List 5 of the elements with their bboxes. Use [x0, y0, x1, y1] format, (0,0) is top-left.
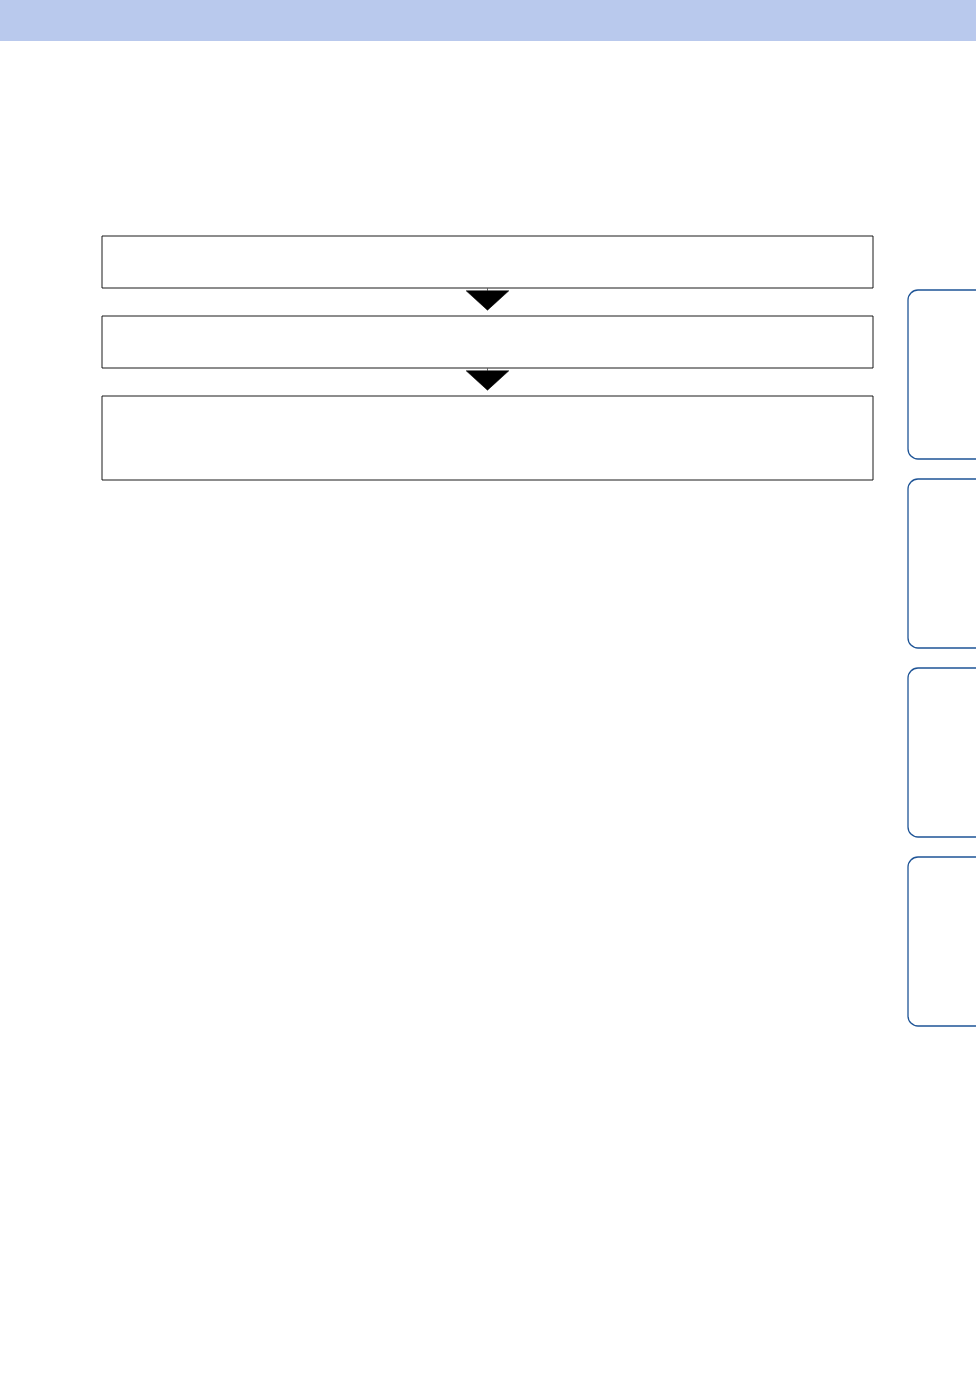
- arrow: [465, 288, 510, 311]
- flow-box: [101, 235, 874, 289]
- flow-box: [101, 315, 874, 369]
- flow-box: [101, 395, 874, 481]
- arrow: [465, 368, 510, 391]
